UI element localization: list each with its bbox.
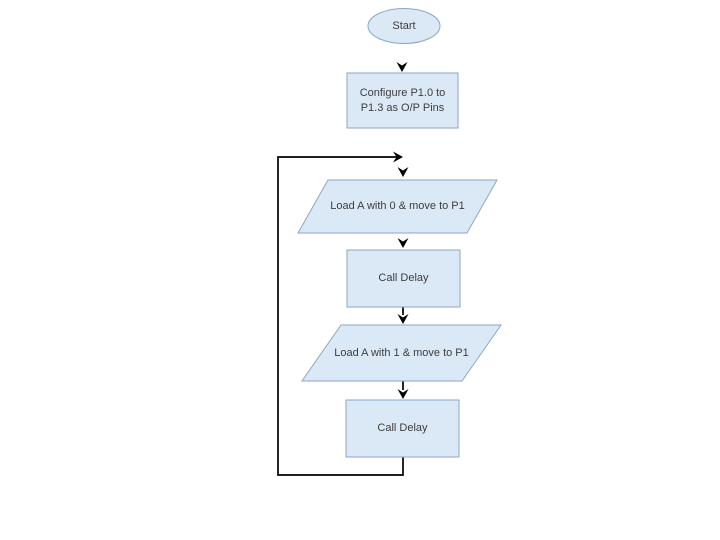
call-delay-2-process-shape	[345, 399, 460, 458]
arrow-load0-to-delay1-icon	[397, 238, 409, 248]
node-label-load-a-0: Load A with 0 & move to P1	[330, 200, 465, 213]
load-a-1-io-shape	[301, 324, 502, 382]
node-label-load-a-1: Load A with 1 & move to P1	[334, 346, 469, 359]
call-delay-1-process-shape	[346, 249, 461, 308]
arrow-load1-to-delay2-icon	[397, 389, 409, 399]
node-label-call-delay-1: Call Delay	[378, 272, 429, 285]
loop-back-connector	[277, 156, 404, 476]
load-a-0-io-shape	[297, 179, 498, 234]
node-label-configure-pins: Configure P1.0 to P1.3 as O/P Pins	[359, 86, 446, 114]
start-terminator-shape	[367, 8, 441, 44]
arrow-configure-to-load0-icon	[397, 167, 409, 177]
loop-back-arrowhead-icon	[393, 151, 403, 163]
arrow-start-to-configure-icon	[396, 62, 408, 72]
arrow-delay1-to-load1-icon	[397, 314, 409, 324]
node-label-start: Start	[392, 19, 416, 32]
node-label-call-delay-2: Call Delay	[377, 422, 428, 435]
configure-pins-process-shape	[346, 72, 459, 129]
